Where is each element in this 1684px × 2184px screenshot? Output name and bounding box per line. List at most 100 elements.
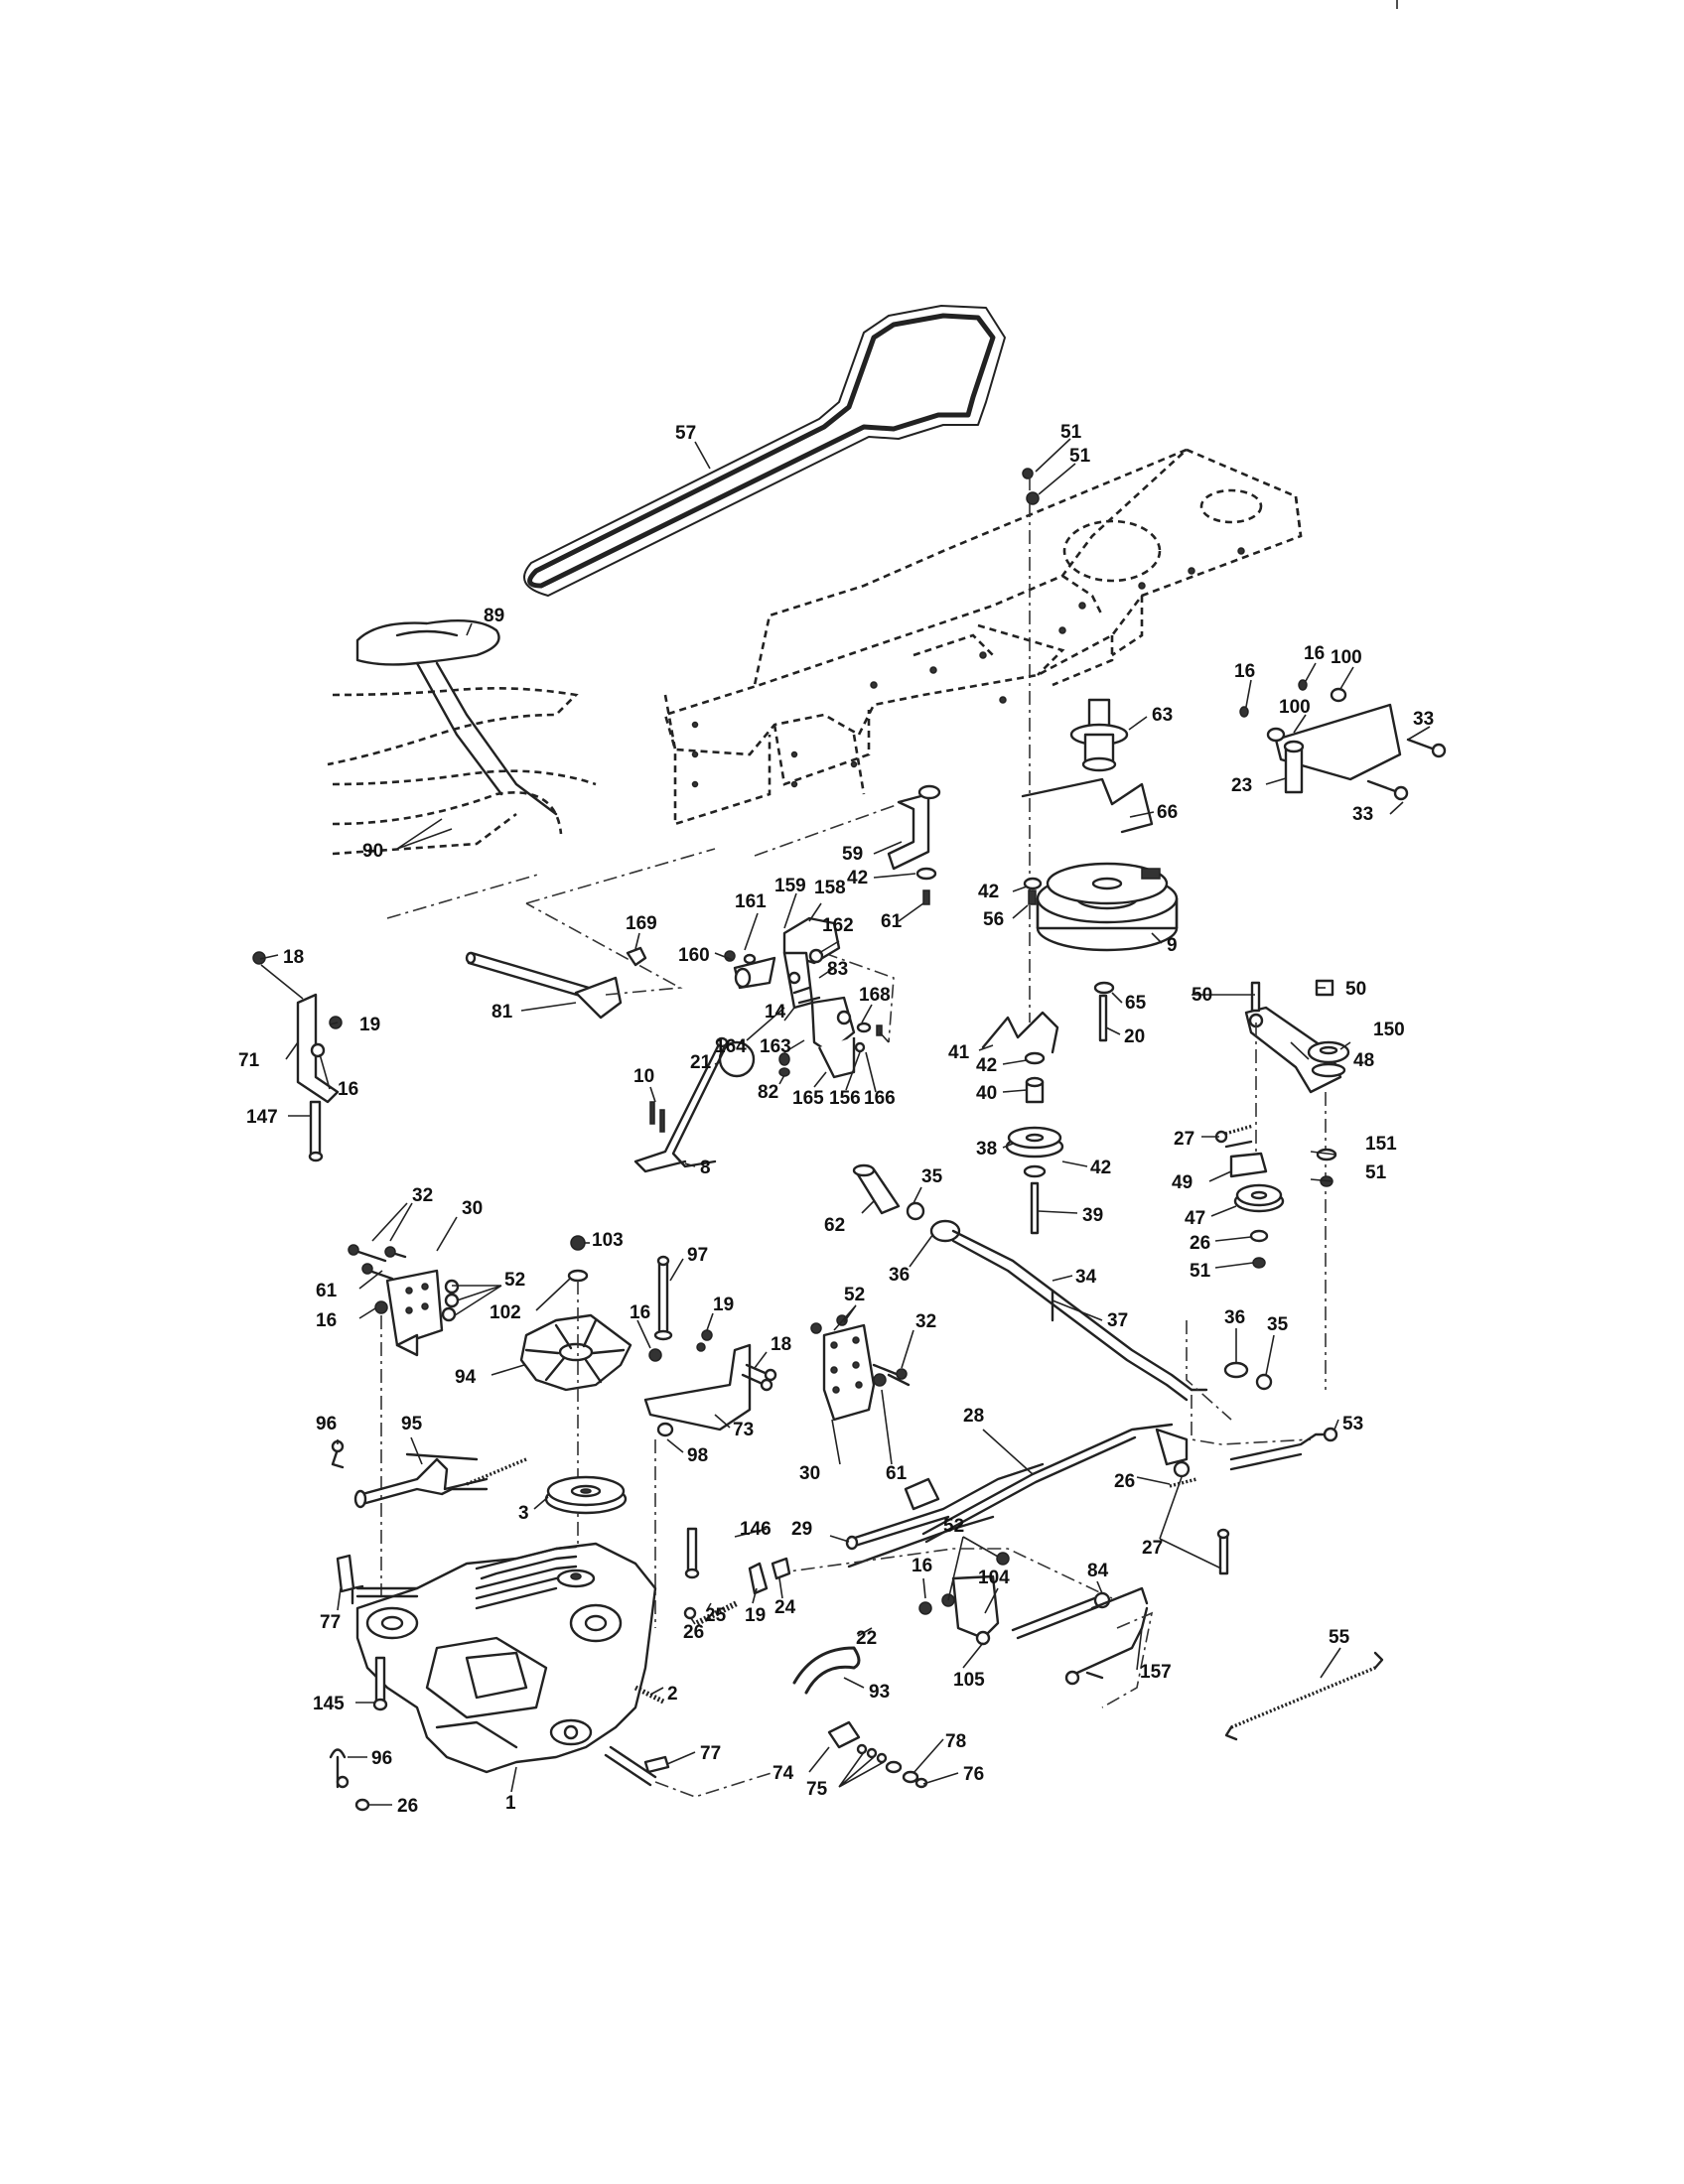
callout-75: 75 xyxy=(806,1779,828,1800)
part-94-fan xyxy=(519,1235,632,1638)
callout-95: 95 xyxy=(401,1414,423,1434)
callout-52: 52 xyxy=(943,1516,964,1537)
callout-73: 73 xyxy=(733,1420,754,1440)
callout-26: 26 xyxy=(683,1622,704,1643)
callout-166: 166 xyxy=(864,1088,896,1109)
part-8-lever xyxy=(633,1036,729,1173)
callout-93: 93 xyxy=(869,1682,890,1703)
callout-29: 29 xyxy=(791,1519,812,1540)
callout-26: 26 xyxy=(1114,1471,1135,1492)
callout-18: 18 xyxy=(771,1334,791,1355)
callout-16: 16 xyxy=(1304,643,1325,664)
tractor-frame xyxy=(663,448,1303,826)
callout-146: 146 xyxy=(740,1519,772,1540)
callout-32: 32 xyxy=(412,1185,433,1206)
part-48-idler-bracket xyxy=(1244,979,1350,1390)
part-1-transaxle xyxy=(351,1542,775,1798)
lower-left-hardware xyxy=(329,1554,670,1812)
callout-61: 61 xyxy=(881,911,903,932)
callout-26: 26 xyxy=(397,1796,418,1817)
linkage-centerlines xyxy=(386,803,900,1043)
callout-51: 51 xyxy=(1365,1162,1387,1183)
callout-103: 103 xyxy=(592,1230,624,1251)
callout-161: 161 xyxy=(735,891,767,912)
callout-23: 23 xyxy=(1231,775,1252,796)
callout-39: 39 xyxy=(1082,1205,1103,1226)
part-22-rod xyxy=(845,1462,1045,1569)
callout-14: 14 xyxy=(765,1002,786,1023)
callout-164: 164 xyxy=(715,1036,747,1057)
callout-163: 163 xyxy=(760,1036,791,1057)
callout-16: 16 xyxy=(912,1556,932,1576)
callout-77: 77 xyxy=(700,1743,721,1764)
callout-51: 51 xyxy=(1069,446,1091,467)
callout-65: 65 xyxy=(1125,993,1147,1014)
fender-outline xyxy=(327,687,597,856)
callout-25: 25 xyxy=(705,1605,727,1626)
callout-104: 104 xyxy=(978,1568,1010,1588)
callout-24: 24 xyxy=(774,1597,796,1618)
callout-76: 76 xyxy=(963,1764,984,1785)
part-73-bracket xyxy=(643,1255,777,1628)
callout-52: 52 xyxy=(504,1270,525,1291)
part-2-spring xyxy=(633,1685,667,1706)
part-47-idler-pulley xyxy=(1214,1124,1285,1269)
callout-22: 22 xyxy=(856,1628,877,1649)
callout-168: 168 xyxy=(859,985,891,1006)
callout-1: 1 xyxy=(505,1793,516,1814)
callout-98: 98 xyxy=(687,1445,708,1466)
part-71-bracket xyxy=(252,951,343,1162)
callout-8: 8 xyxy=(700,1158,711,1178)
part-89-fender xyxy=(355,619,558,816)
callout-100: 100 xyxy=(1331,647,1362,668)
part-34-shaft xyxy=(852,1163,1338,1471)
callout-32: 32 xyxy=(915,1311,936,1332)
callout-169: 169 xyxy=(626,913,657,934)
part-59-bracket xyxy=(887,784,941,905)
callout-74: 74 xyxy=(772,1763,794,1784)
callout-81: 81 xyxy=(491,1002,513,1023)
callout-61: 61 xyxy=(316,1281,338,1301)
callout-156: 156 xyxy=(829,1088,861,1109)
callout-97: 97 xyxy=(687,1245,708,1266)
callout-55: 55 xyxy=(1329,1627,1350,1648)
callout-62: 62 xyxy=(824,1215,845,1236)
callout-42: 42 xyxy=(978,882,999,902)
callout-27: 27 xyxy=(1174,1129,1194,1150)
callout-158: 158 xyxy=(814,878,846,898)
callout-38: 38 xyxy=(976,1139,997,1160)
callout-2: 2 xyxy=(667,1684,678,1705)
callout-34: 34 xyxy=(1075,1267,1097,1288)
callout-35: 35 xyxy=(1267,1314,1289,1335)
callout-18: 18 xyxy=(283,947,304,968)
callout-82: 82 xyxy=(758,1082,778,1103)
callout-9: 9 xyxy=(1167,935,1178,956)
part-41-rod xyxy=(981,1011,1059,1054)
part-93-hose xyxy=(792,1646,861,1695)
callout-102: 102 xyxy=(490,1302,521,1323)
callout-89: 89 xyxy=(484,606,504,626)
callout-52: 52 xyxy=(844,1285,865,1305)
part-28-rod xyxy=(904,1423,1230,1575)
part-10-screws xyxy=(649,1101,665,1133)
callout-16: 16 xyxy=(316,1310,337,1331)
part-9-clutch xyxy=(1036,862,1179,952)
callout-37: 37 xyxy=(1107,1310,1128,1331)
callout-16: 16 xyxy=(338,1079,358,1100)
part-25-spring xyxy=(683,1527,791,1626)
callout-40: 40 xyxy=(976,1083,997,1104)
part-74-bushing xyxy=(827,1720,928,1789)
callout-36: 36 xyxy=(1224,1307,1245,1328)
callout-33: 33 xyxy=(1413,709,1434,730)
callout-51: 51 xyxy=(1060,422,1082,443)
callout-50: 50 xyxy=(1192,985,1212,1006)
callout-19: 19 xyxy=(713,1295,734,1315)
callout-84: 84 xyxy=(1087,1561,1109,1581)
callout-33: 33 xyxy=(1352,804,1373,825)
callout-41: 41 xyxy=(948,1042,970,1063)
callout-16: 16 xyxy=(630,1302,650,1323)
callout-10: 10 xyxy=(633,1066,654,1087)
callout-labels: 57 51 51 89 90 16 100 16 100 33 23 33 63… xyxy=(238,422,1434,1817)
callout-47: 47 xyxy=(1185,1208,1205,1229)
